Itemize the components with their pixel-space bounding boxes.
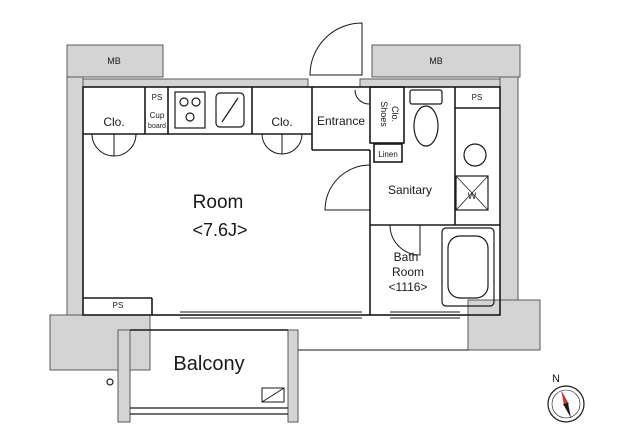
bottom-right-block <box>467 299 541 351</box>
ps-bottom-label: PS <box>113 301 124 310</box>
cupboard-label-1: Cup <box>150 111 165 120</box>
clo-left-door-b <box>113 133 137 157</box>
washer-box <box>455 175 489 211</box>
bottom-left-block <box>49 314 151 371</box>
clo-mid-label: Clo. <box>271 115 292 129</box>
doors <box>91 22 421 256</box>
burner-3 <box>185 112 195 122</box>
bath-label-1: Bath <box>394 250 419 264</box>
mb-right-box <box>371 44 521 78</box>
balcony-left-wall <box>117 329 131 423</box>
stove <box>174 91 206 129</box>
balcony-hatch <box>261 387 285 403</box>
north-label: N <box>552 373 560 385</box>
linen-label: Linen <box>378 150 398 159</box>
bath-door <box>389 224 421 256</box>
shoes-closet-outline <box>369 86 405 144</box>
walls <box>49 44 541 423</box>
interior-lines <box>82 86 501 415</box>
labels: MB MB PS PS PS Clo. Clo. Cup board Entra… <box>103 56 482 375</box>
compass-ring <box>547 385 585 423</box>
burner-2 <box>191 97 201 107</box>
shoes-label-2: Clo. <box>390 106 400 122</box>
mb-right-label: MB <box>429 56 443 66</box>
room-label: Room <box>193 192 244 213</box>
sanitary-label: Sanitary <box>388 183 432 197</box>
mb-left-label: MB <box>107 56 121 66</box>
bathtub-inner <box>447 235 489 299</box>
washbasin <box>463 143 487 167</box>
clo-left-door-a <box>91 133 115 157</box>
clo-mid-door-b <box>281 133 303 155</box>
fixtures <box>106 89 495 386</box>
shoes-door <box>354 89 370 105</box>
toilet-bowl <box>413 105 439 147</box>
linen-outline <box>373 143 403 163</box>
washer-label: W <box>468 191 477 201</box>
room-size-label: <7.6J> <box>192 220 247 240</box>
bath-label-2: Room <box>392 265 424 279</box>
compass-needle-south <box>563 403 571 418</box>
compass-inner-ring <box>551 389 581 419</box>
sink-tap <box>221 97 239 123</box>
clo-left-label: Clo. <box>103 115 124 129</box>
compass-needle-north <box>561 390 569 405</box>
balcony-hatch-diag <box>261 387 285 403</box>
right-wall <box>499 76 519 316</box>
balcony-right-wall <box>287 329 299 423</box>
toilet-tank <box>409 89 443 105</box>
balcony-label: Balcony <box>173 353 244 375</box>
bath-size-label: <1116> <box>389 280 428 294</box>
top-wall-right <box>359 78 501 88</box>
ps-top-left-label: PS <box>152 93 163 102</box>
left-wall <box>66 76 84 316</box>
entrance-door <box>309 22 363 76</box>
drain <box>106 378 114 386</box>
cupboard-label-2: board <box>148 123 166 130</box>
burner-1 <box>179 97 189 107</box>
entrance-label: Entrance <box>317 114 365 128</box>
compass: N <box>547 373 585 423</box>
top-wall-left <box>82 78 309 88</box>
unit-outline <box>82 86 501 316</box>
bathtub-outer <box>441 227 495 307</box>
ps-top-right-label: PS <box>472 93 483 102</box>
shoes-label-1: Shoes <box>379 101 389 127</box>
sanitary-door <box>324 164 371 211</box>
washer-diag-2 <box>455 175 489 211</box>
sink <box>215 92 245 128</box>
mb-left-box <box>66 44 164 78</box>
clo-mid-door-a <box>261 133 283 155</box>
